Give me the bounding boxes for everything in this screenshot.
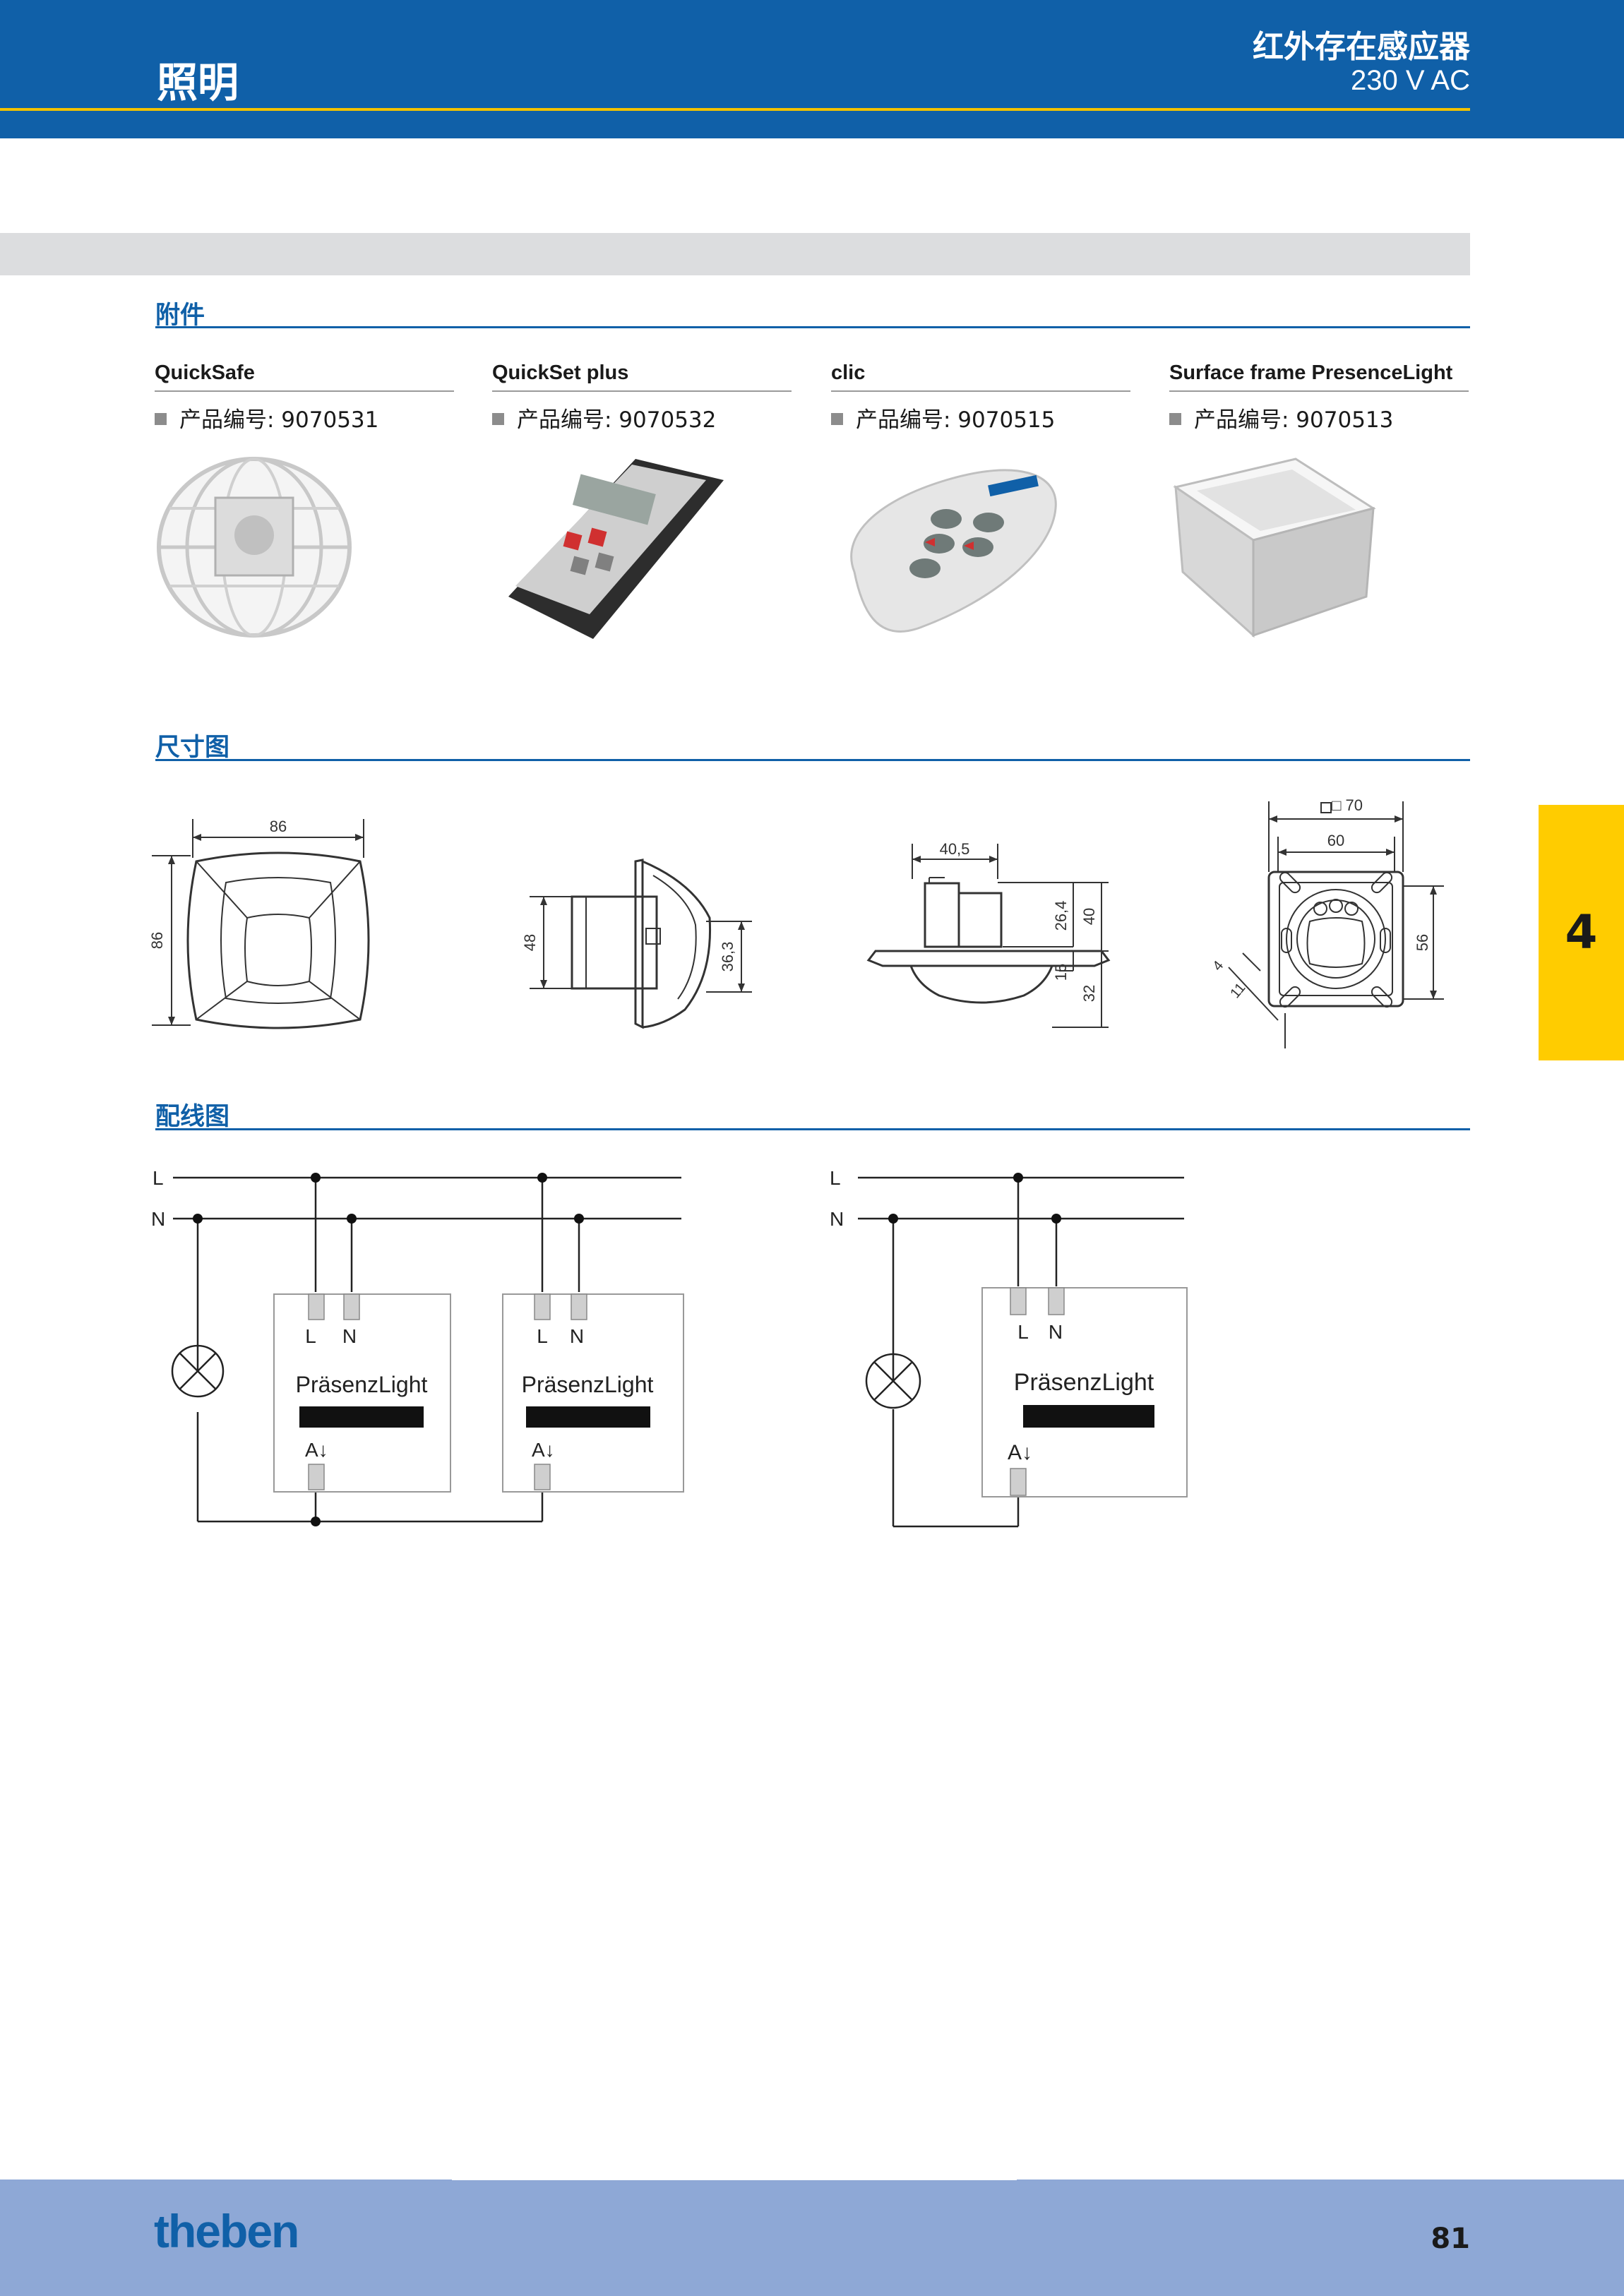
accessory-rule	[831, 390, 1130, 392]
footer-notch	[452, 2177, 1017, 2180]
accessory-rule	[155, 390, 454, 392]
accessory-name: QuickSafe	[155, 361, 255, 384]
bullet-square-icon	[492, 413, 504, 425]
output-label: A↓	[532, 1439, 555, 1461]
accessory-order-text: 产品编号: 9070531	[179, 407, 379, 433]
accessory-order-text: 产品编号: 9070513	[1194, 407, 1394, 433]
device-label: PräsenzLight	[1014, 1369, 1154, 1396]
terminal-label-L: L	[537, 1325, 548, 1347]
product-voltage: 230 V AC	[1350, 65, 1470, 96]
wire-label-N: N	[830, 1208, 844, 1230]
dimensions-rule	[155, 759, 1470, 761]
dimension-drawing-frame: □ 70 60 56 4 11	[1210, 796, 1444, 1048]
accessory-name: QuickSet plus	[492, 361, 629, 384]
quickset-plus-remote-image	[508, 459, 724, 639]
wiring-diagram-two-sensors: L N L N PräsenzLight A↓ L N PräsenzLight…	[151, 1167, 684, 1526]
accessory-quicksafe[interactable]: QuickSafe 产品编号: 9070531	[155, 361, 454, 434]
wire-label-N: N	[151, 1208, 165, 1230]
dim-frame-small1: 4	[1210, 958, 1226, 974]
square-symbol-icon	[1320, 802, 1332, 813]
dim-profile-h4: 32	[1080, 985, 1098, 1002]
accessory-order: 产品编号: 9070515	[831, 402, 1130, 434]
wiring-diagram-single-sensor: L N L N PräsenzLight A↓	[830, 1167, 1188, 1528]
page-number: 81	[1431, 2223, 1470, 2255]
accessory-order-text: 产品编号: 9070515	[856, 407, 1056, 433]
accessory-surface-frame[interactable]: Surface frame PresenceLight 产品编号: 907051…	[1169, 361, 1469, 434]
dimensions-heading: 尺寸图	[155, 734, 230, 762]
header-bar	[0, 0, 1624, 138]
chapter-tab[interactable]	[1539, 805, 1624, 1060]
terminal-label-N: N	[342, 1325, 357, 1347]
surface-frame-image	[1173, 458, 1376, 638]
dim-frame-small2: 11	[1227, 980, 1248, 1001]
dim-profile-h2: 40	[1080, 908, 1098, 925]
output-label: A↓	[305, 1439, 328, 1461]
grey-band	[0, 233, 1470, 275]
accessory-order: 产品编号: 9070513	[1169, 402, 1469, 434]
accessory-order: 产品编号: 9070531	[155, 402, 454, 434]
dim-profile-h3: 15	[1052, 964, 1070, 981]
device-label: PräsenzLight	[296, 1372, 428, 1397]
bullet-square-icon	[831, 413, 843, 425]
theben-logo: theben	[154, 2205, 299, 2257]
header-accent-line	[0, 108, 1470, 111]
accessory-order-text: 产品编号: 9070532	[517, 407, 717, 433]
dim-front-width: 86	[270, 818, 287, 835]
terminal-label-L: L	[305, 1325, 316, 1347]
wiring-rule	[155, 1128, 1470, 1130]
chapter-tab-number: 4	[1565, 905, 1598, 959]
dim-side-height: 48	[521, 934, 539, 951]
terminal-label-L: L	[1017, 1321, 1029, 1343]
accessory-rule	[492, 390, 792, 392]
dim-side-depth: 36,3	[719, 942, 736, 972]
terminal-label-N: N	[1049, 1321, 1063, 1343]
device-label: PräsenzLight	[522, 1372, 654, 1397]
wiring-heading: 配线图	[155, 1103, 230, 1131]
dim-frame-height: 56	[1414, 934, 1431, 951]
footer-bar	[0, 2180, 1624, 2296]
accessories-heading: 附件	[155, 301, 205, 330]
dim-frame-inner: 60	[1327, 832, 1344, 849]
accessory-name: Surface frame PresenceLight	[1169, 361, 1453, 384]
accessory-clic[interactable]: clic 产品编号: 9070515	[831, 361, 1130, 434]
wire-label-L: L	[153, 1167, 164, 1189]
clic-remote-image	[850, 469, 1057, 633]
wire-label-L: L	[830, 1167, 841, 1189]
accessory-name: clic	[831, 361, 866, 384]
bullet-square-icon	[1169, 413, 1181, 425]
accessories-rule	[155, 326, 1470, 328]
dimension-drawing-profile: 40,5 26,4 40 15 32	[866, 840, 1111, 1028]
product-title: 红外存在感应器	[1253, 29, 1470, 65]
dimension-drawing-side: 48 36,3	[521, 859, 752, 1029]
dim-frame-box: □ 70	[1332, 796, 1363, 814]
terminal-label-N: N	[570, 1325, 584, 1347]
accessory-quickset-plus[interactable]: QuickSet plus 产品编号: 9070532	[492, 361, 792, 434]
accessory-order: 产品编号: 9070532	[492, 402, 792, 434]
accessory-rule	[1169, 390, 1469, 392]
dim-front-height: 86	[148, 932, 166, 949]
section-title: 照明	[157, 59, 239, 107]
dim-profile-h1: 26,4	[1052, 901, 1070, 931]
quicksafe-cage-image	[157, 457, 352, 638]
bullet-square-icon	[155, 413, 167, 425]
dimension-drawing-front: 86 86	[148, 818, 370, 1029]
output-label: A↓	[1008, 1441, 1032, 1464]
dim-profile-width: 40,5	[940, 840, 970, 858]
